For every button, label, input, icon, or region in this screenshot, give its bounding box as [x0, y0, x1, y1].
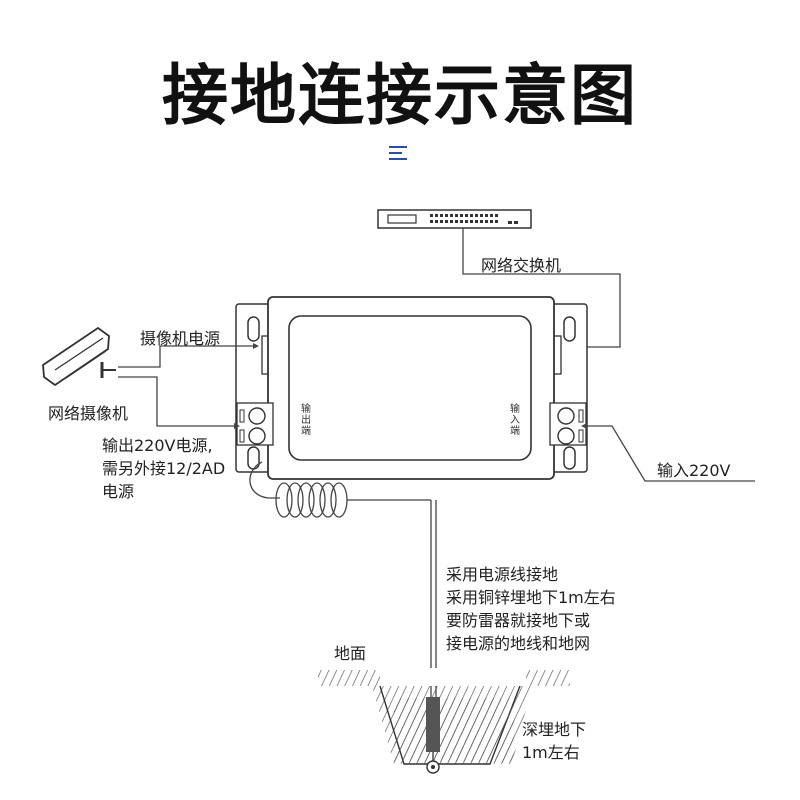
ground-note-3: 要防雷器就接地下或: [446, 611, 591, 630]
ground-rod-icon: [426, 697, 440, 774]
surface-label: 地面: [334, 644, 367, 663]
ground-note-2: 采用铜锌埋地下1m左右: [446, 588, 616, 607]
output-terminal-block: [236, 402, 274, 446]
network-switch-icon: [377, 209, 532, 229]
camera-power-label: 摄像机电源: [140, 329, 221, 348]
input-terminal-block: [549, 402, 587, 446]
ground-note-4: 接电源的地线和地网: [446, 634, 591, 653]
input-port-label: 输 入 端: [510, 404, 520, 437]
input-label: 输入220V: [657, 461, 731, 480]
ground-surface: [318, 668, 570, 765]
page-title: 接地连接示意图: [162, 57, 638, 134]
switch-label: 网络交换机: [481, 256, 562, 275]
camera-icon: [42, 327, 116, 386]
coiled-ground-cable: [249, 461, 437, 697]
ground-note-1: 采用电源线接地: [446, 565, 559, 584]
output-note-label: 输出220V电源, 需另外接12/2AD 电源: [102, 436, 226, 501]
output-port-label: 输 出 端: [301, 404, 311, 437]
depth-label: 深埋地下 1m左右: [522, 720, 587, 762]
menu-lines-icon: [389, 146, 407, 164]
camera-label: 网络摄像机: [48, 404, 129, 423]
lightning-protector-box: [235, 296, 588, 480]
